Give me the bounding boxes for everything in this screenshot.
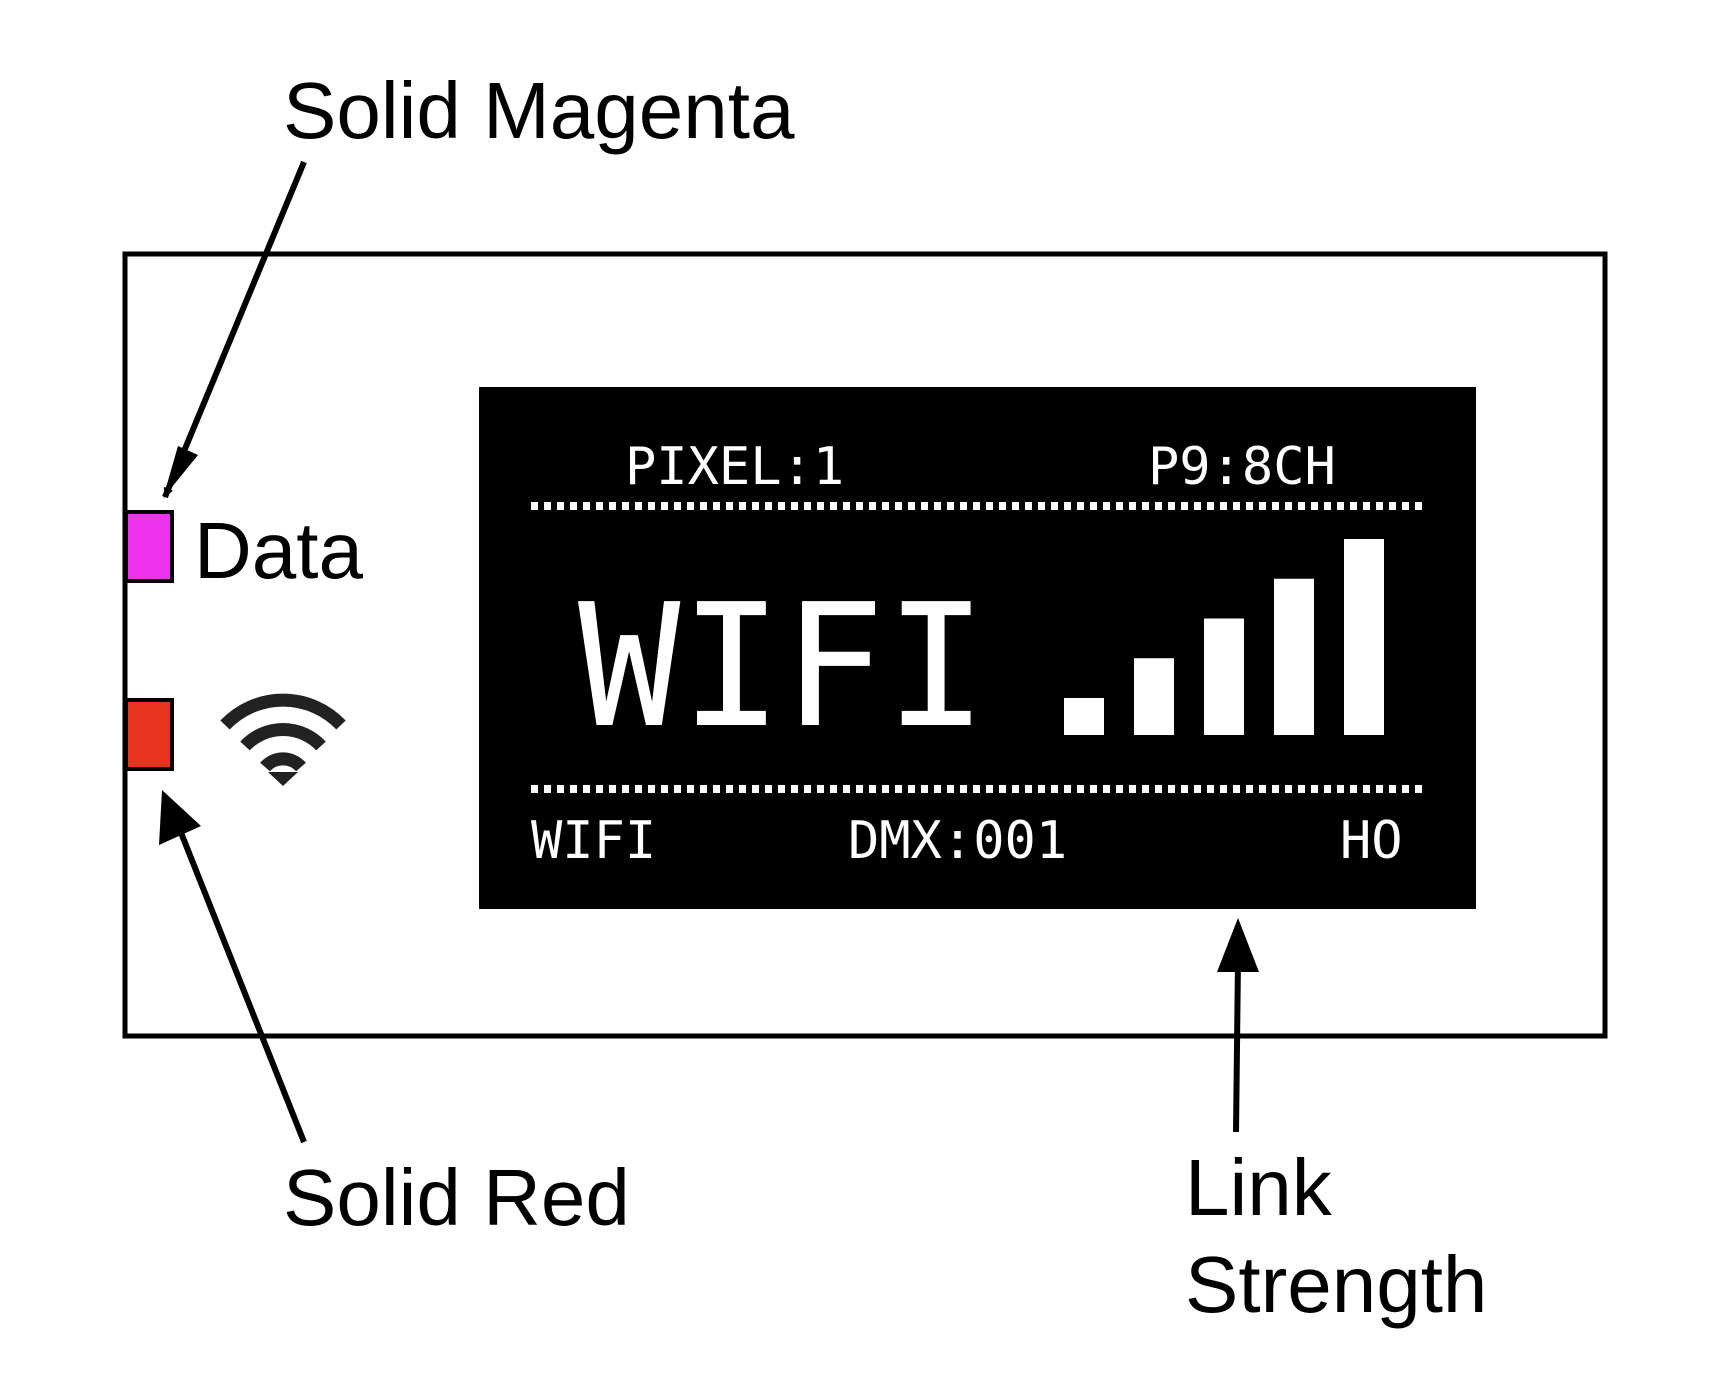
wifi-icon — [220, 693, 346, 786]
signal-bar — [1064, 698, 1104, 735]
lcd-source-label: WIFI — [531, 811, 656, 871]
arrow-link-strength — [1233, 959, 1241, 1133]
signal-bar — [1204, 618, 1244, 735]
signal-bar — [1134, 658, 1174, 735]
callout-solid-red: Solid Red — [283, 1153, 630, 1242]
callout-solid-magenta: Solid Magenta — [283, 66, 795, 155]
lcd-profile-label: P9:8CH — [1148, 437, 1336, 497]
lcd-mode-code: HO — [1340, 811, 1403, 871]
signal-bar — [1344, 539, 1384, 735]
signal-strength-bars — [1064, 539, 1384, 735]
lcd-pixel-label: PIXEL:1 — [625, 437, 844, 497]
arrow-solid-magenta — [162, 160, 307, 499]
signal-bar — [1274, 578, 1314, 735]
data-led-label: Data — [194, 506, 363, 595]
callout-link-line1: Link — [1185, 1143, 1333, 1232]
arrowhead-link — [1217, 918, 1259, 972]
arrow-solid-red — [165, 798, 307, 1144]
lcd-main-mode: WIFI — [578, 568, 987, 766]
arrowhead-magenta — [163, 446, 198, 498]
wifi-led — [124, 698, 174, 771]
data-led — [124, 510, 174, 583]
device-outline — [122, 251, 1608, 1039]
callout-link-line2: Strength — [1185, 1240, 1487, 1329]
lcd-dmx-address: DMX:001 — [848, 811, 1067, 871]
arrowhead-red — [159, 790, 201, 845]
